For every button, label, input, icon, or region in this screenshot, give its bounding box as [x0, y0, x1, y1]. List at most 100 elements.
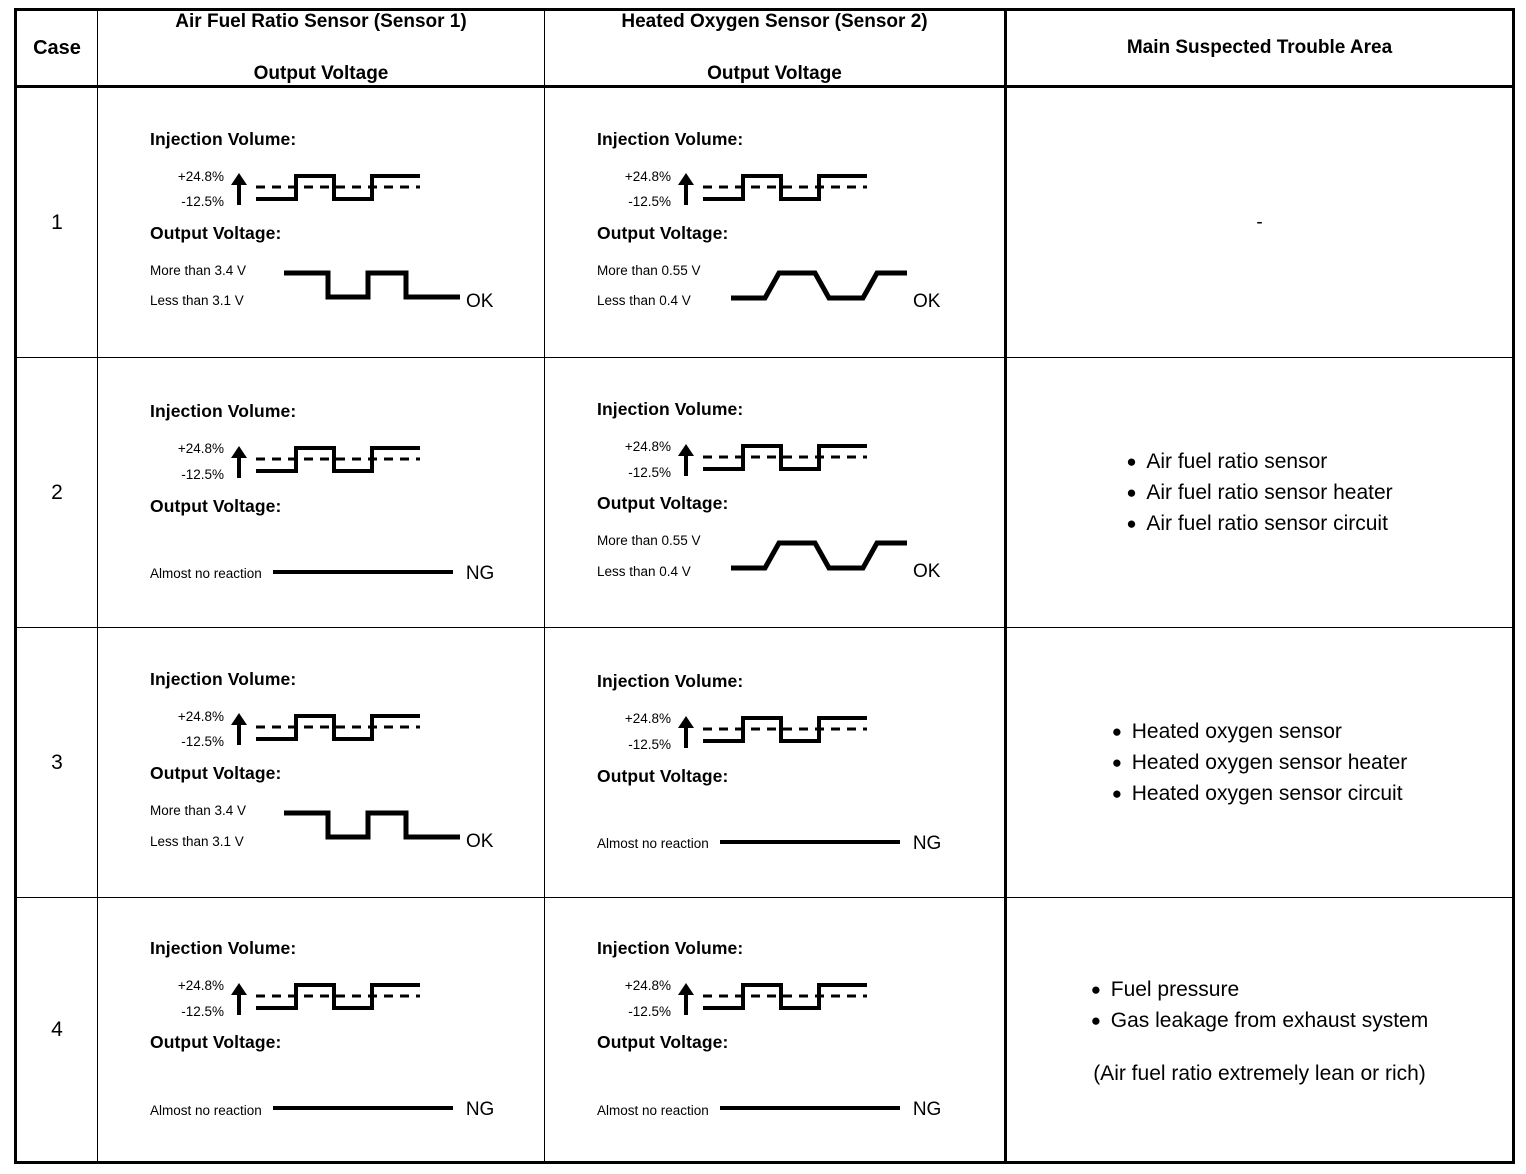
sensor1-square-wave — [284, 270, 460, 300]
sensor1-verdict: OK — [466, 830, 494, 852]
injection-high-label: +24.8% — [177, 978, 224, 994]
injection-wave-box — [254, 168, 422, 211]
header-sensor2-title: Heated Oxygen Sensor (Sensor 2) — [621, 11, 928, 32]
up-arrow-shape — [678, 982, 694, 1015]
sensor1-cell: Injection Volume: +24.8% -12.5% Output V… — [97, 897, 545, 1163]
sensor1-verdict: OK — [466, 290, 494, 312]
injection-low-label: -12.5% — [628, 464, 671, 480]
injection-volume-graph: +24.8% -12.5% — [597, 434, 1004, 485]
table-row: 4 Injection Volume: +24.8% -12.5% Output… — [15, 897, 1514, 1163]
injection-range-arrow — [230, 445, 248, 479]
sensor2-output-graph: More than 0.55 V Less than 0.4 V OK — [597, 256, 1004, 317]
sensor2-high-threshold: More than 0.55 V — [597, 533, 701, 549]
injection-low-label: -12.5% — [181, 466, 224, 482]
output-voltage-title: Output Voltage: — [597, 1032, 729, 1053]
injection-volume-waveform — [256, 446, 420, 474]
trouble-area-item: ●Heated oxygen sensor circuit — [1111, 782, 1403, 806]
bullet-icon: ● — [1111, 753, 1123, 773]
injection-square-wave — [256, 173, 420, 201]
sensor2-no-reaction-graph: Almost no reaction NG — [597, 833, 1004, 855]
injection-low-label: -12.5% — [181, 734, 224, 750]
sensor2-verdict: NG — [912, 832, 942, 854]
trouble-area-list: ●Heated oxygen sensor●Heated oxygen sens… — [1112, 716, 1408, 809]
injection-volume-scale: +24.8% -12.5% — [150, 973, 230, 1024]
sensor1-wave-box — [282, 802, 462, 851]
sensor2-trapezoid-wave — [731, 540, 907, 571]
header-case: Case — [15, 9, 98, 88]
injection-volume-waveform — [703, 444, 867, 472]
sensor1-content: Injection Volume: +24.8% -12.5% Output V… — [98, 669, 544, 857]
header-sensor1: Air Fuel Ratio Sensor (Sensor 1) Output … — [97, 9, 545, 88]
sensor2-no-reaction-label: Almost no reaction — [597, 1102, 709, 1118]
injection-volume-graph: +24.8% -12.5% — [597, 973, 1004, 1024]
output-voltage-title: Output Voltage: — [150, 1032, 282, 1053]
injection-square-wave — [256, 983, 420, 1011]
header-sensor1-title: Air Fuel Ratio Sensor (Sensor 1) — [175, 11, 467, 32]
trouble-area-cell: ●Fuel pressure●Gas leakage from exhaust … — [1005, 897, 1514, 1163]
table-body: 1 Injection Volume: +24.8% -12.5% Output… — [15, 85, 1514, 1163]
injection-low-label: -12.5% — [181, 194, 224, 210]
sensor1-flat-line — [272, 1101, 454, 1119]
sensor2-content: Injection Volume: +24.8% -12.5% Output V… — [545, 399, 1004, 587]
header-sensor1-subtitle: Output Voltage — [253, 63, 389, 84]
injection-square-wave — [703, 716, 867, 744]
injection-volume-title: Injection Volume: — [150, 938, 297, 959]
bullet-icon: ● — [1111, 784, 1123, 804]
injection-square-wave — [703, 983, 867, 1011]
sensor1-high-threshold: More than 3.4 V — [150, 803, 247, 819]
sensor2-threshold-scale: More than 0.55 V Less than 0.4 V — [597, 526, 729, 587]
sensor2-output-waveform — [731, 270, 907, 301]
trouble-area-item: ●Air fuel ratio sensor heater — [1126, 481, 1393, 505]
output-voltage-title: Output Voltage: — [597, 222, 729, 243]
sensor2-verdict: OK — [913, 560, 941, 582]
bullet-icon: ● — [1111, 722, 1123, 742]
table-row: 1 Injection Volume: +24.8% -12.5% Output… — [15, 85, 1514, 359]
header-sensor2-subtitle: Output Voltage — [707, 63, 842, 84]
injection-volume-graph: +24.8% -12.5% — [597, 706, 1004, 757]
sensor1-content: Injection Volume: +24.8% -12.5% Output V… — [98, 129, 544, 317]
sensor1-output-graph: More than 3.4 V Less than 3.1 V OK — [150, 796, 544, 857]
flat-no-reaction-line — [272, 569, 453, 574]
sensor2-verdict: OK — [913, 290, 941, 312]
injection-volume-waveform — [703, 983, 867, 1011]
sensor2-wave-box — [729, 262, 909, 311]
injection-volume-scale: +24.8% -12.5% — [597, 973, 677, 1024]
injection-range-arrow — [230, 982, 248, 1016]
up-arrow-shape — [231, 713, 247, 746]
sensor2-low-threshold: Less than 0.4 V — [597, 293, 691, 309]
table-header: Case Air Fuel Ratio Sensor (Sensor 1) Ou… — [15, 9, 1514, 88]
sensor1-content: Injection Volume: +24.8% -12.5% Output V… — [98, 401, 544, 584]
up-arrow-icon — [678, 173, 694, 206]
sensor1-cell: Injection Volume: +24.8% -12.5% Output V… — [97, 627, 545, 899]
sensor2-content: Injection Volume: +24.8% -12.5% Output V… — [545, 671, 1004, 854]
case-number-cell: 2 — [15, 357, 98, 629]
injection-high-label: +24.8% — [177, 708, 224, 724]
bullet-icon: ● — [1126, 483, 1137, 503]
up-arrow-shape — [678, 715, 694, 748]
trouble-area-note: (Air fuel ratio extremely lean or rich) — [1093, 1061, 1426, 1085]
injection-range-arrow — [677, 715, 695, 749]
header-trouble-area: Main Suspected Trouble Area — [1005, 9, 1514, 88]
header-row: Case Air Fuel Ratio Sensor (Sensor 1) Ou… — [15, 9, 1514, 88]
output-voltage-title: Output Voltage: — [597, 493, 729, 514]
injection-volume-graph: +24.8% -12.5% — [150, 704, 544, 755]
sensor2-cell: Injection Volume: +24.8% -12.5% Output V… — [544, 627, 1007, 899]
injection-low-label: -12.5% — [181, 1003, 224, 1019]
injection-range-arrow — [677, 172, 695, 206]
injection-volume-waveform — [256, 173, 420, 201]
table-row: 2 Injection Volume: +24.8% -12.5% Output… — [15, 357, 1514, 629]
up-arrow-icon — [678, 715, 694, 748]
sensor1-threshold-scale: More than 3.4 V Less than 3.1 V — [150, 256, 282, 317]
injection-volume-scale: +24.8% -12.5% — [150, 436, 230, 487]
injection-wave-box — [701, 977, 869, 1020]
up-arrow-icon — [678, 443, 694, 476]
trouble-area-item: ●Heated oxygen sensor heater — [1111, 751, 1408, 775]
sensor1-cell: Injection Volume: +24.8% -12.5% Output V… — [97, 85, 545, 359]
sensor2-wave-box — [729, 532, 909, 581]
up-arrow-icon — [231, 445, 247, 478]
trouble-area-item: ●Fuel pressure — [1090, 977, 1240, 1001]
sensor2-high-threshold: More than 0.55 V — [597, 262, 701, 278]
sensor2-low-threshold: Less than 0.4 V — [597, 563, 691, 579]
injection-square-wave — [256, 446, 420, 474]
